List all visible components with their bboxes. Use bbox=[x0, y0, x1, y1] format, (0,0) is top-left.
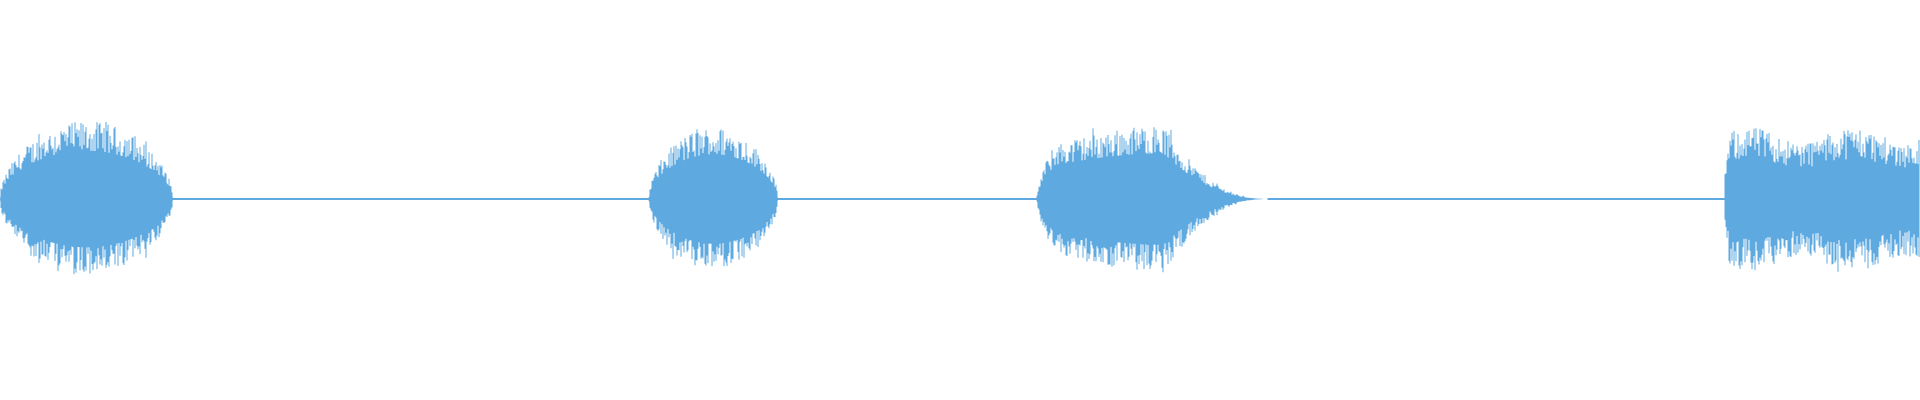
waveform-peaks bbox=[0, 122, 1920, 275]
waveform-burst bbox=[1037, 153, 1267, 245]
waveform-burst bbox=[649, 154, 778, 244]
waveform-burst bbox=[0, 150, 173, 248]
waveform-path bbox=[0, 122, 1920, 275]
